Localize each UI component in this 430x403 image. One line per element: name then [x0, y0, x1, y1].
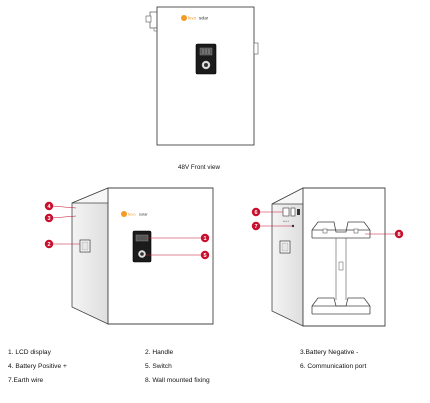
legend-item-4: 4. Battery Positive + — [8, 363, 67, 370]
perspective-view-battery: fevo solar — [51, 187, 214, 325]
logo-brand-text: solar — [139, 212, 148, 217]
front-view-battery: fevo solar — [145, 6, 259, 146]
callout-number-2: 2 — [47, 242, 50, 248]
legend-item-1: 1. LCD display — [8, 349, 51, 356]
legend-item-5: 5. Switch — [145, 363, 172, 370]
back-view-battery: ▪▪ ▪▪ ▪ — [260, 187, 395, 327]
front-view-caption: 48V Front view — [178, 164, 220, 171]
callout-number-5: 5 — [203, 253, 206, 259]
wall-bracket — [311, 221, 371, 315]
legend-item-3: 3.Battery Negative - — [300, 349, 359, 356]
callout-badge-1 — [200, 233, 210, 243]
callout-number-3: 3 — [47, 216, 50, 222]
callout-badge-4 — [44, 201, 54, 211]
callout-badge-2 — [44, 239, 54, 249]
legend-item-2: 2. Handle — [145, 349, 174, 356]
callout-number-1: 1 — [203, 236, 206, 242]
callout-badge-7 — [251, 221, 261, 231]
earth-point — [291, 224, 295, 228]
logo-prefix-text: fevo — [128, 212, 136, 217]
legend-item-8: 8. Wall mounted fixing — [145, 377, 210, 384]
legend-item-6: 6. Communication port — [300, 363, 367, 370]
callout-badge-6 — [251, 207, 261, 217]
logo-brand-text: solar — [199, 16, 209, 21]
svg-text:▪▪ ▪▪ ▪: ▪▪ ▪▪ ▪ — [283, 220, 289, 223]
callout-number-6: 6 — [254, 210, 257, 216]
callout-badge-5 — [200, 250, 210, 260]
comm-port — [282, 207, 290, 217]
front-logo: fevo solar — [181, 15, 209, 21]
callout-number-8: 8 — [397, 232, 400, 238]
legend-item-7: 7.Earth wire — [8, 377, 44, 384]
callout-badge-8 — [394, 229, 404, 239]
logo-prefix-text: fevo — [188, 16, 197, 21]
callout-badge-3 — [44, 213, 54, 223]
lcd-display — [135, 234, 149, 242]
callout-number-4: 4 — [47, 204, 51, 210]
callout-number-7: 7 — [254, 224, 257, 230]
